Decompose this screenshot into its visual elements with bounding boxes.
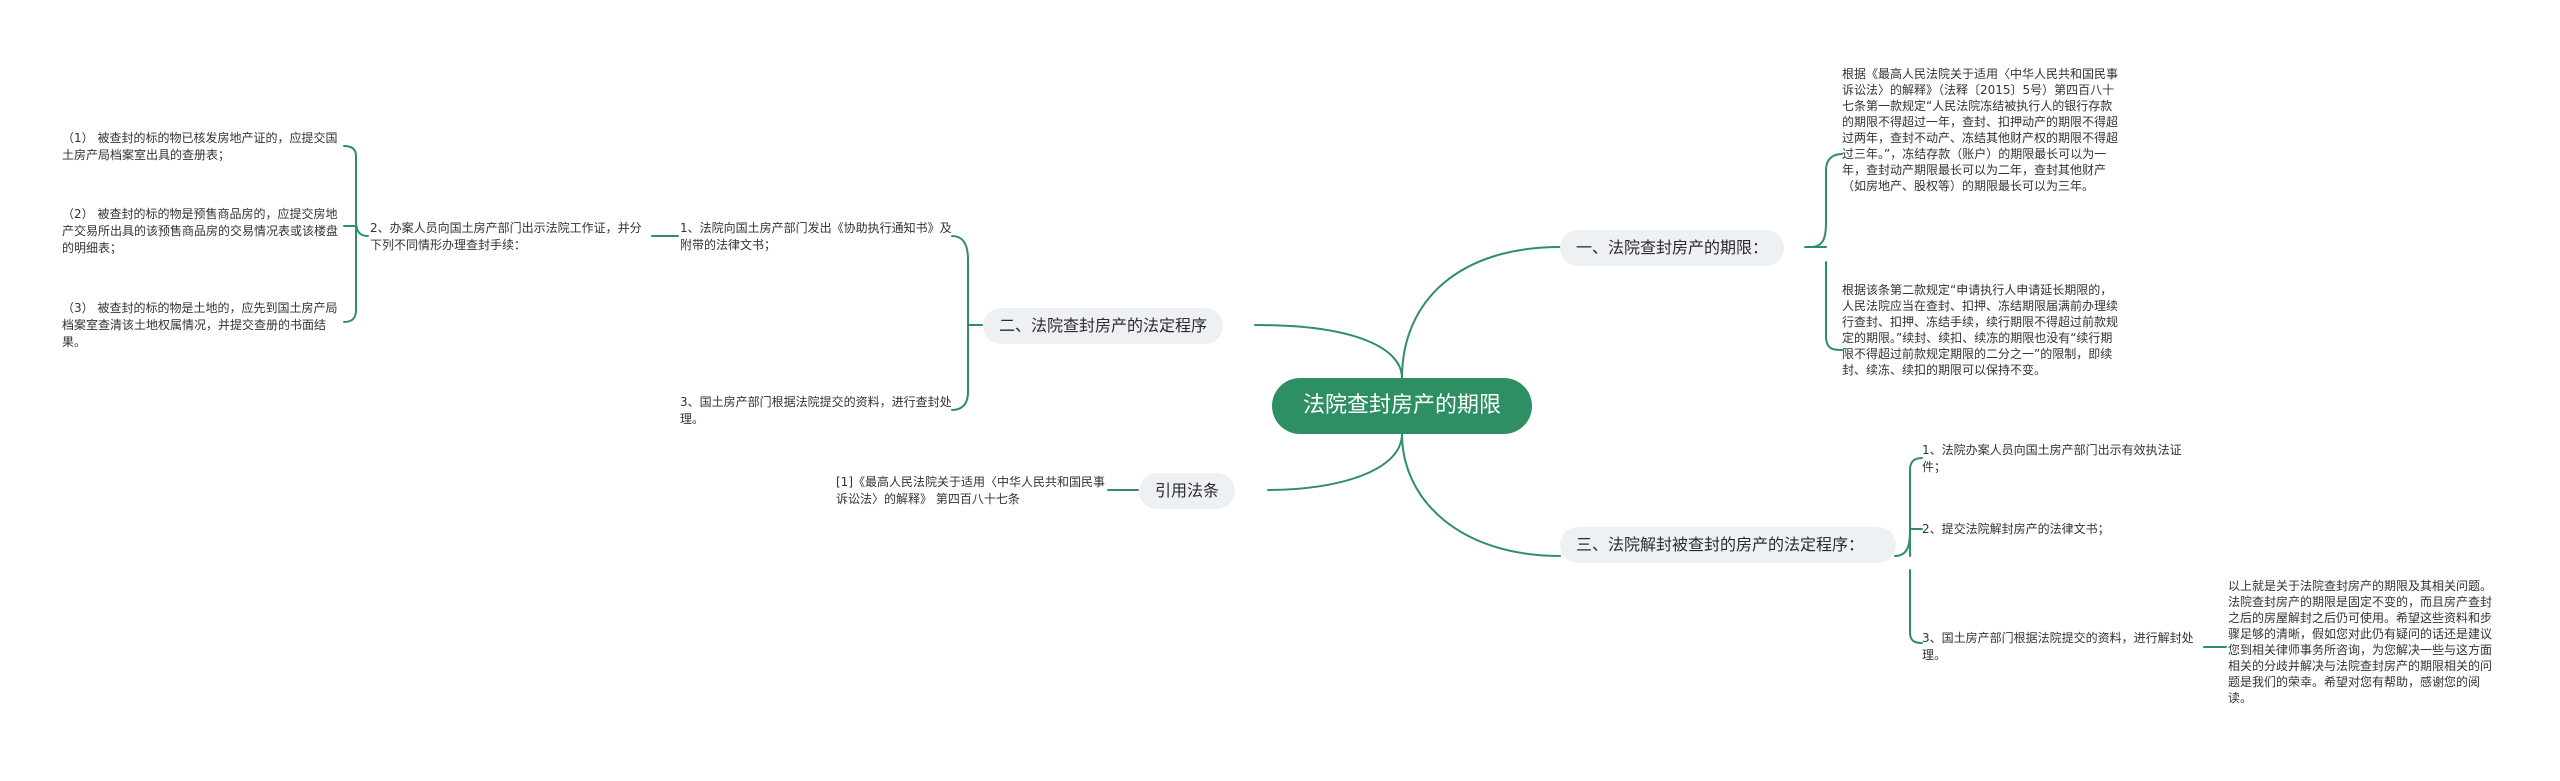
connector-b3-bracket bbox=[1894, 457, 1923, 644]
leaf-period-rule: 根据《最高人民法院关于适用〈中华人民共和国民事诉讼法〉的解释》（法释〔2015〕… bbox=[1842, 67, 2119, 193]
connector-b2-2-bracket bbox=[343, 145, 369, 323]
leaf-unseal-step-2: 2、提交法院解封房产的法律文书； bbox=[1922, 522, 2110, 536]
leaf-cited-article: [1]《最高人民法院关于适用〈中华人民共和国民事诉讼法〉的解释》 第四百八十七条 bbox=[836, 475, 1105, 506]
connector-b2-bracket bbox=[951, 235, 969, 411]
connector-root-b1 bbox=[1401, 246, 1561, 379]
leaf-seal-step-1: 1、法院向国土房产部门发出《协助执行通知书》及附带的法律文书； bbox=[680, 221, 952, 252]
branch-query-period[interactable]: 一、法院查封房产的期限： bbox=[1560, 230, 1785, 266]
branch-unseal-procedure[interactable]: 三、法院解封被查封的房产的法定程序： bbox=[1560, 527, 1896, 563]
branch-cited-law[interactable]: 引用法条 bbox=[1139, 473, 1236, 509]
connector-root-b3 bbox=[1401, 433, 1561, 557]
leaf-seal-step-2-case-3: （3） 被查封的标的物是土地的，应先到国土房产局档案室查清该土地权属情况，并提交… bbox=[62, 301, 338, 349]
leaf-seal-step-2-case-1: （1） 被查封的标的物已核发房地产证的，应提交国土房产局档案室出具的查册表； bbox=[62, 131, 338, 162]
leaf-unseal-step-1: 1、法院办案人员向国土房产部门出示有效执法证件； bbox=[1922, 443, 2182, 474]
leaf-seal-step-3: 3、国土房产部门根据法院提交的资料，进行查封处理。 bbox=[680, 395, 952, 426]
connector-b1-bracket bbox=[1810, 153, 1843, 351]
leaf-summary: 以上就是关于法院查封房产的期限及其相关问题。法院查封房产的期限是固定不变的，而且… bbox=[2228, 579, 2493, 705]
connector-root-b2 bbox=[1254, 324, 1403, 379]
leaf-extension-rule: 根据该条第二款规定“申请执行人申请延长期限的，人民法院应当在查封、扣押、冻结期限… bbox=[1842, 283, 2119, 377]
root-topic[interactable]: 法院查封房产的期限 bbox=[1272, 378, 1532, 434]
branch-seal-procedure[interactable]: 二、法院查封房产的法定程序 bbox=[983, 308, 1224, 344]
leaf-unseal-step-3: 3、国土房产部门根据法院提交的资料，进行解封处理。 bbox=[1922, 631, 2194, 662]
leaf-seal-step-2: 2、办案人员向国土房产部门出示法院工作证，并分下列不同情形办理查封手续： bbox=[370, 221, 642, 252]
leaf-seal-step-2-case-2: （2） 被查封的标的物是预售商品房的，应提交房地产交易所出具的该预售商品房的交易… bbox=[62, 207, 339, 255]
connector-root-b4 bbox=[1267, 433, 1403, 491]
